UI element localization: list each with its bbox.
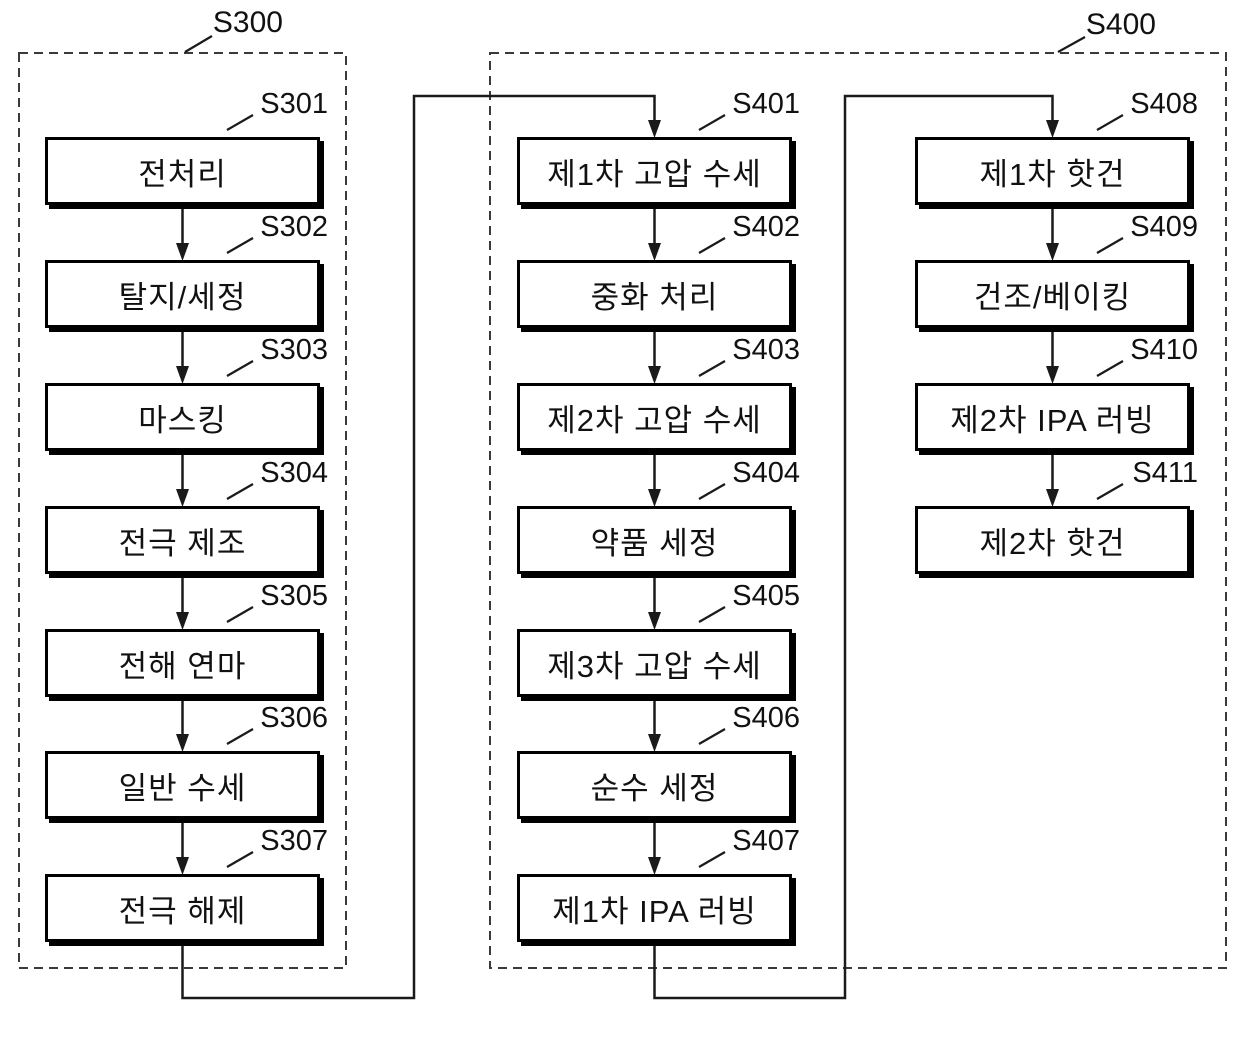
connector-s407-to-s408 — [653, 94, 1054, 1000]
step-ref-s409: S409 — [1130, 211, 1198, 243]
connector-s307-to-s401 — [181, 94, 656, 1000]
process-box-s409: 건조/베이킹 — [915, 260, 1190, 328]
step-ref-s306: S306 — [260, 702, 328, 734]
process-label: 제1차 고압 수세 — [547, 156, 762, 192]
process-label: 순수 세정 — [590, 770, 719, 806]
process-box-s411: 제2차 핫건 — [915, 506, 1190, 574]
process-box-s301: 전처리 — [45, 137, 320, 205]
label-tick-marks — [184, 35, 1124, 868]
process-box-s404: 약품 세정 — [517, 506, 792, 574]
process-box-s304: 전극 제조 — [45, 506, 320, 574]
process-box-s403: 제2차 고압 수세 — [517, 383, 792, 451]
step-ref-s301: S301 — [260, 88, 328, 120]
process-box-s302: 탈지/세정 — [45, 260, 320, 328]
process-label: 탈지/세정 — [118, 279, 247, 315]
process-box-s406: 순수 세정 — [517, 751, 792, 819]
process-label: 제1차 IPA 러빙 — [552, 893, 757, 929]
step-ref-s403: S403 — [732, 334, 800, 366]
process-label: 일반 수세 — [118, 770, 247, 806]
process-label: 제2차 핫건 — [979, 525, 1126, 561]
process-box-s305: 전해 연마 — [45, 629, 320, 697]
step-ref-s302: S302 — [260, 211, 328, 243]
process-box-s306: 일반 수세 — [45, 751, 320, 819]
process-label: 전극 제조 — [118, 525, 247, 561]
process-box-s303: 마스킹 — [45, 383, 320, 451]
group-s400-boundary — [489, 52, 1227, 969]
process-label: 전극 해제 — [118, 893, 247, 929]
step-ref-s405: S405 — [732, 580, 800, 612]
group-label-s300: S300 — [212, 6, 283, 39]
process-label: 전처리 — [138, 156, 227, 192]
process-box-s405: 제3차 고압 수세 — [517, 629, 792, 697]
step-ref-s408: S408 — [1130, 88, 1198, 120]
process-label: 제3차 고압 수세 — [547, 648, 762, 684]
step-ref-s304: S304 — [260, 457, 328, 489]
step-ref-s303: S303 — [260, 334, 328, 366]
process-box-s402: 중화 처리 — [517, 260, 792, 328]
step-ref-s406: S406 — [732, 702, 800, 734]
process-box-s408: 제1차 핫건 — [915, 137, 1190, 205]
step-ref-s401: S401 — [732, 88, 800, 120]
process-label: 제1차 핫건 — [979, 156, 1126, 192]
step-ref-s404: S404 — [732, 457, 800, 489]
step-ref-s411: S411 — [1132, 457, 1198, 489]
process-box-s410: 제2차 IPA 러빙 — [915, 383, 1190, 451]
step-ref-s410: S410 — [1130, 334, 1198, 366]
process-label: 약품 세정 — [590, 525, 719, 561]
arrow-stems — [181, 202, 1054, 860]
group-s300-boundary — [18, 52, 347, 969]
step-ref-s307: S307 — [260, 825, 328, 857]
process-box-s407: 제1차 IPA 러빙 — [517, 874, 792, 942]
process-label: 전해 연마 — [118, 648, 247, 684]
step-ref-s402: S402 — [732, 211, 800, 243]
process-label: 제2차 고압 수세 — [547, 402, 762, 438]
process-label: 제2차 IPA 러빙 — [950, 402, 1155, 438]
process-box-s401: 제1차 고압 수세 — [517, 137, 792, 205]
process-box-s307: 전극 해제 — [45, 874, 320, 942]
step-ref-s407: S407 — [732, 825, 800, 857]
process-label: 중화 처리 — [590, 279, 719, 315]
process-label: 건조/베이킹 — [973, 279, 1132, 315]
step-ref-s305: S305 — [260, 580, 328, 612]
process-label: 마스킹 — [138, 402, 227, 438]
group-label-s400: S400 — [1085, 8, 1156, 41]
